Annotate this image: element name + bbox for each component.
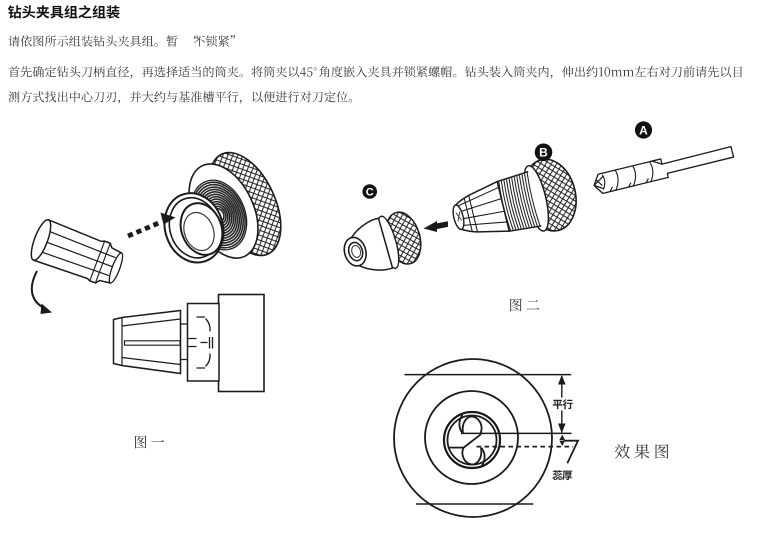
svg-text:C: C bbox=[366, 186, 374, 198]
svg-text:A: A bbox=[639, 123, 648, 137]
svg-text:B: B bbox=[539, 146, 548, 160]
